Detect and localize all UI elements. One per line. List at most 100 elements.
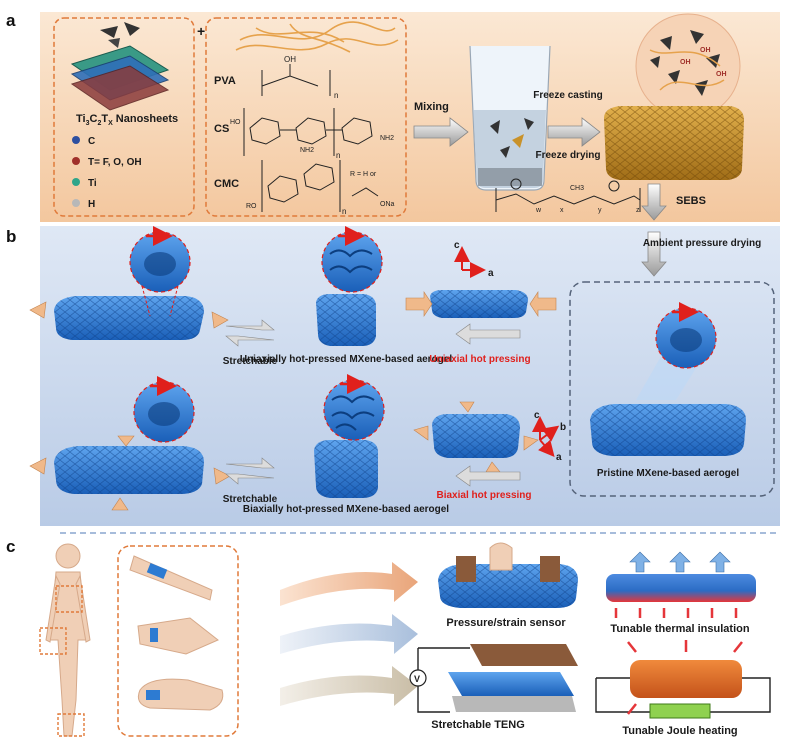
legend-label-ti: Ti (88, 178, 97, 189)
zoom-bubble-4 (323, 374, 385, 441)
cs-structure (243, 108, 373, 156)
ambient-down-arrow (641, 231, 667, 277)
foot-illustration (137, 678, 224, 711)
application-arrow-1 (280, 562, 418, 606)
cs-label: CS (214, 123, 229, 135)
atom-legend: C T= F, O, OH Ti H (72, 136, 142, 210)
mxene-nanosheet-illustration (70, 22, 170, 111)
arm-highlight-box (55, 585, 83, 613)
joule-illustration (595, 640, 771, 719)
app-label-sensor: Pressure/strain sensor (446, 617, 566, 629)
app-label-joule: Tunable Joule heating (622, 725, 737, 737)
cmc-ro: RO (246, 203, 257, 210)
freeze-arrow (547, 117, 601, 147)
hydrogen-atom-icon (72, 199, 80, 207)
panel-label-b: b (6, 227, 16, 246)
pva-oh: OH (284, 55, 296, 64)
application-arrow-3 (280, 666, 418, 706)
stretched-aerogel-2 (29, 435, 231, 511)
panel-a: a Ti3C2TX Nanosheets C T= F, O, OH Ti H … (6, 11, 780, 222)
voltmeter-icon (409, 669, 427, 687)
biaxial-process-label: Biaxial hot pressing (436, 490, 531, 501)
zoom-oh-2: OH (680, 59, 691, 66)
panel-b: b Ambient pressure drying Stretchable (6, 226, 780, 526)
gold-aerogel (604, 106, 744, 180)
freeze-drying-label: Freeze drying (535, 150, 600, 161)
axes-ca (454, 246, 486, 278)
sebs-x: x (560, 207, 564, 214)
legend-label-h: H (88, 199, 95, 210)
cmc-label: CMC (214, 178, 239, 190)
voltmeter-label: V (414, 674, 420, 684)
sebs-structure (495, 178, 641, 212)
cmc-r-note: R = H or (350, 171, 377, 178)
panel-label-c: c (6, 537, 15, 556)
axis-c-1: c (454, 240, 460, 251)
sebs-down-arrow (641, 183, 667, 221)
stretchable-label-2: Stretchable (223, 494, 278, 505)
zoom-bubble-3 (133, 376, 195, 443)
cs-ho: HO (230, 119, 241, 126)
cmc-n: n (342, 207, 346, 216)
network-illustration (649, 30, 725, 96)
biaxial-slab (413, 401, 539, 473)
cs-nh2: NH2 (300, 147, 314, 154)
axis-c-2: c (534, 410, 540, 421)
uniaxial-back-arrow (455, 323, 521, 345)
uniaxial-process-label: Uniaxial hot pressing (429, 354, 530, 365)
hand-highlight-box (39, 627, 67, 655)
fiber-illustration (235, 21, 399, 53)
cs-n: n (336, 151, 340, 160)
zoom-oh-1: OH (700, 47, 711, 54)
pva-structure (261, 64, 331, 96)
app-label-teng: Stretchable TENG (431, 719, 525, 731)
sebs-z: z (636, 207, 640, 214)
biaxial-back-arrow (455, 465, 521, 487)
uniaxial-block (316, 294, 376, 346)
mixing-label: Mixing (414, 101, 449, 113)
mxene-box (53, 17, 195, 217)
sensor-illustration (438, 542, 578, 608)
zoom-circle (635, 13, 741, 119)
biaxial-name-line: Biaxially hot-pressed MXene-based aeroge… (243, 504, 449, 515)
zoom-bubble-pristine (655, 302, 717, 369)
zoom-bubble-1 (129, 226, 191, 317)
sebs-ch3: CH3 (570, 185, 584, 192)
nanosheets-label: Ti3C2TX Nanosheets (76, 113, 178, 127)
panel-c: c (6, 537, 771, 737)
cs-nh2-end: NH2 (380, 135, 394, 142)
stretchable-arrows-2 (225, 457, 275, 485)
application-arrow-2 (280, 614, 418, 654)
legend-label-t: T= F, O, OH (88, 157, 142, 168)
axis-a-1: a (488, 268, 494, 279)
polymer-box (205, 17, 407, 217)
forearm-illustration (129, 555, 213, 601)
human-figure (45, 543, 91, 737)
pva-n: n (334, 91, 338, 100)
sebs-label: SEBS (676, 195, 706, 207)
uniaxial-name-line: Uniaxially hot-pressed MXene-based aerog… (240, 354, 453, 365)
termination-atom-icon (72, 157, 80, 165)
pristine-label: Pristine MXene-based aerogel (597, 468, 739, 479)
pva-label: PVA (214, 75, 236, 87)
stretchable-arrows-1 (225, 319, 275, 347)
teng-illustration: V (409, 644, 578, 713)
battery-icon (649, 703, 711, 719)
cmc-ona: ONa (380, 201, 395, 208)
plus-sign: + (197, 23, 205, 39)
hand-illustration (137, 617, 219, 655)
axis-a-2: a (556, 452, 562, 463)
legend-label-c: C (88, 136, 95, 147)
uniaxial-slab (405, 290, 557, 318)
thermal-illustration (606, 551, 756, 618)
titanium-atom-icon (72, 178, 80, 186)
cmc-structure (261, 160, 379, 212)
biaxial-block (314, 440, 378, 498)
zoom-bubble-2 (321, 226, 383, 293)
body-parts-box (117, 545, 239, 737)
stretchable-label-1: Stretchable (223, 356, 278, 367)
pristine-box (569, 281, 775, 497)
axes-cba (532, 416, 560, 458)
zoom-oh-3: OH (716, 71, 727, 78)
